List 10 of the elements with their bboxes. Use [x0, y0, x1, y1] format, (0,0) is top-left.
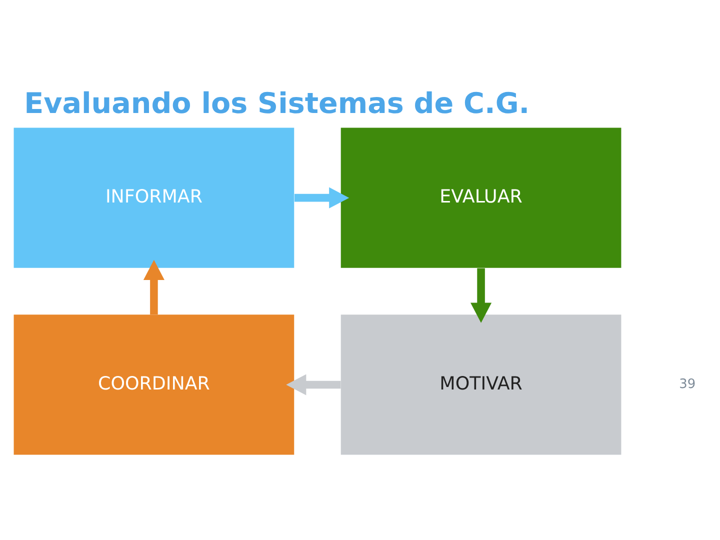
node-box: EVALUAR	[340, 127, 622, 268]
node-box: COORDINAR	[14, 314, 294, 454]
arrow	[286, 374, 341, 395]
arrow	[470, 268, 492, 322]
diagram-title: Evaluando los Sistemas de C.G.	[24, 85, 530, 120]
node-box: MOTIVAR	[340, 314, 622, 454]
label: 39	[679, 376, 696, 392]
arrow	[143, 259, 164, 314]
arrow	[294, 186, 350, 208]
node-box: INFORMAR	[14, 127, 294, 268]
